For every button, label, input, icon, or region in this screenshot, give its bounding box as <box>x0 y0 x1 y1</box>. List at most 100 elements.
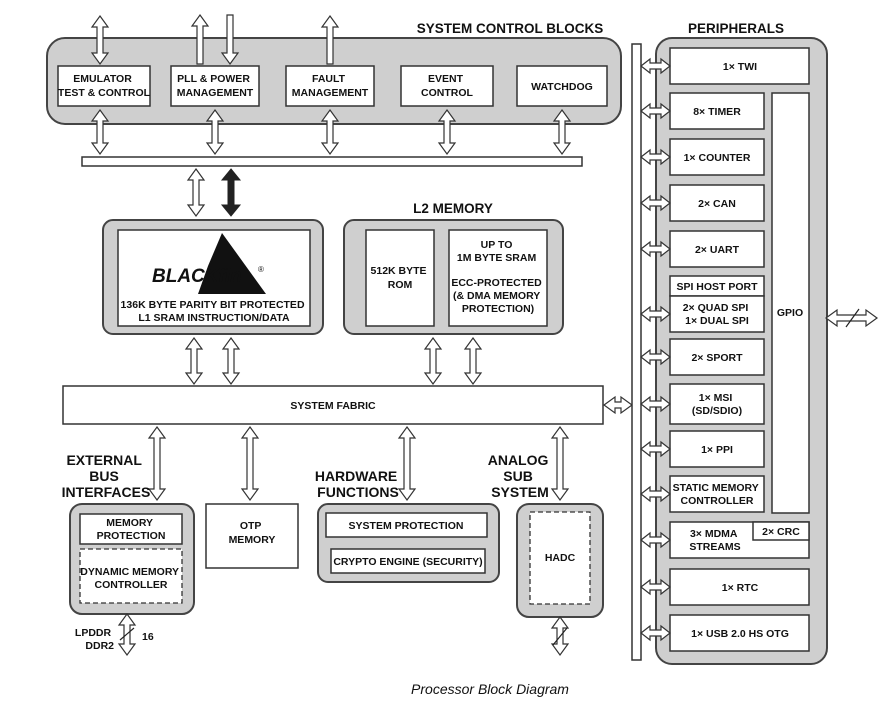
control-bus <box>81 156 583 167</box>
system-protection-block <box>325 512 488 538</box>
ppi-label: 1× PPI <box>701 444 733 456</box>
static-memory-controller-label: STATIC MEMORY CONTROLLER <box>673 482 762 507</box>
can-label: 2× CAN <box>698 198 736 210</box>
usb-label: 1× USB 2.0 HS OTG <box>691 628 789 640</box>
peripheral-bus-arrow <box>640 348 671 366</box>
pll-power-label: PLL & POWER MANAGEMENT <box>177 73 254 99</box>
sport-block <box>669 338 765 376</box>
peripheral-bus-arrow <box>640 240 671 258</box>
peripheral-arrows <box>640 57 671 642</box>
pll-down-arrow <box>220 14 240 66</box>
ppi-block <box>669 430 765 468</box>
gpio-io-arrow <box>824 308 879 328</box>
l2-fabric-arrow-2 <box>463 336 483 386</box>
peripheral-bus-arrow <box>640 102 671 120</box>
fault-management-label: FAULT MANAGEMENT <box>292 73 369 99</box>
twi-label: 1× TWI <box>723 61 757 73</box>
dmc-label: DYNAMIC MEMORY CONTROLLER <box>80 566 182 591</box>
crc-label: 2× CRC <box>762 526 800 538</box>
watchdog-block <box>516 65 608 107</box>
peripheral-bus-arrow <box>640 531 671 549</box>
fault-bus-arrow <box>320 108 340 156</box>
timer-block <box>669 92 765 130</box>
memory-protection-label: MEMORY PROTECTION <box>97 517 166 542</box>
rom-label: 512K BYTE ROM <box>371 265 430 291</box>
l2-memory-header: L2 MEMORY <box>413 201 493 216</box>
spi-block <box>669 295 765 333</box>
peripheral-bus-arrow <box>640 578 671 596</box>
timer-label: 8× TIMER <box>693 106 741 118</box>
analog-sub-system-header: ANALOG SUB SYSTEM <box>488 452 553 500</box>
core-fabric-arrow-1 <box>184 336 204 386</box>
rtc-label: 1× RTC <box>722 582 759 594</box>
gpio-label: GPIO <box>777 307 803 319</box>
fabric-peripheral-arrow <box>602 395 634 415</box>
event-control-block <box>400 65 494 107</box>
can-block <box>669 184 765 222</box>
peripheral-bus-arrow <box>640 194 671 212</box>
fault-up-arrow <box>320 14 340 65</box>
crypto-engine-label: CRYPTO ENGINE (SECURITY) <box>333 556 482 568</box>
fault-management-block <box>285 65 375 107</box>
otp-memory-block <box>205 503 299 569</box>
system-fabric-label: SYSTEM FABRIC <box>290 400 376 412</box>
peripheral-bus-arrow <box>640 624 671 642</box>
rom-block <box>365 229 435 327</box>
counter-label: 1× COUNTER <box>684 152 751 164</box>
peripheral-bus <box>631 43 642 661</box>
crypto-engine-block <box>330 548 486 574</box>
watchdog-bus-arrow <box>552 108 572 156</box>
dmc-block <box>79 548 183 604</box>
blackfin-logo-text: BLACKfin <box>152 266 242 287</box>
uart-label: 2× UART <box>695 244 740 256</box>
system-control-header: SYSTEM CONTROL BLOCKS <box>417 21 604 36</box>
fabric-analog-arrow <box>550 425 570 502</box>
hardware-functions-header: HARDWARE FUNCTIONS <box>315 468 401 500</box>
sram-block <box>448 229 548 327</box>
event-control-label: EVENT CONTROL <box>421 73 473 99</box>
spi-label: 2× QUAD SPI 1× DUAL SPI <box>683 302 752 327</box>
sport-label: 2× SPORT <box>691 352 743 364</box>
otp-memory-label: OTP MEMORY <box>229 520 276 546</box>
twi-block <box>669 47 810 85</box>
hadc-label: HADC <box>545 552 576 564</box>
gpio-block <box>771 92 810 514</box>
fabric-otp-arrow <box>240 425 260 502</box>
peripheral-bus-arrow <box>640 57 671 75</box>
hadc-block <box>529 511 591 605</box>
peripheral-bus-arrow <box>640 148 671 166</box>
core-fabric-arrow-2 <box>221 336 241 386</box>
peripherals-header: PERIPHERALS <box>688 21 784 36</box>
bus-width-label: 16 <box>142 631 154 643</box>
usb-block <box>669 614 810 652</box>
peripheral-bus-arrow <box>640 485 671 503</box>
peripheral-bus-arrow <box>640 305 671 323</box>
pll-up-arrow <box>190 13 210 65</box>
emulator-block <box>57 65 151 107</box>
rtc-block <box>669 568 810 606</box>
memory-protection-block <box>79 513 183 545</box>
peripheral-bus-arrow <box>640 440 671 458</box>
watchdog-label: WATCHDOG <box>531 81 593 93</box>
spi-host-port-label: SPI HOST PORT <box>676 281 758 293</box>
emulator-top-arrow <box>90 14 110 66</box>
emulator-label: EMULATOR TEST & CONTROL <box>58 73 151 99</box>
mdma-label: 3× MDMA STREAMS <box>689 528 740 553</box>
peripheral-bus-arrow <box>640 395 671 413</box>
fabric-hardware-arrow <box>397 425 417 502</box>
pll-bus-arrow <box>205 108 225 156</box>
core-description: 136K BYTE PARITY BIT PROTECTED L1 SRAM I… <box>121 299 308 324</box>
registered-mark: ® <box>258 265 264 274</box>
emulator-bus-arrow <box>90 108 110 156</box>
blackfin-fin-logo <box>198 233 266 294</box>
ddr-pin-label: LPDDR DDR2 <box>75 627 114 652</box>
external-bus-header: EXTERNAL BUS INTERFACES <box>62 452 151 500</box>
hadc-io-slash <box>552 627 568 646</box>
msi-block <box>669 383 765 425</box>
msi-label: 1× MSI (SD/SDIO) <box>692 392 742 417</box>
diagram-caption: Processor Block Diagram <box>411 681 569 697</box>
system-protection-label: SYSTEM PROTECTION <box>349 520 464 532</box>
sram-label: UP TO 1M BYTE SRAM ECC-PROTECTED (& DMA … <box>451 239 544 315</box>
fabric-external-bus-arrow <box>147 425 167 502</box>
